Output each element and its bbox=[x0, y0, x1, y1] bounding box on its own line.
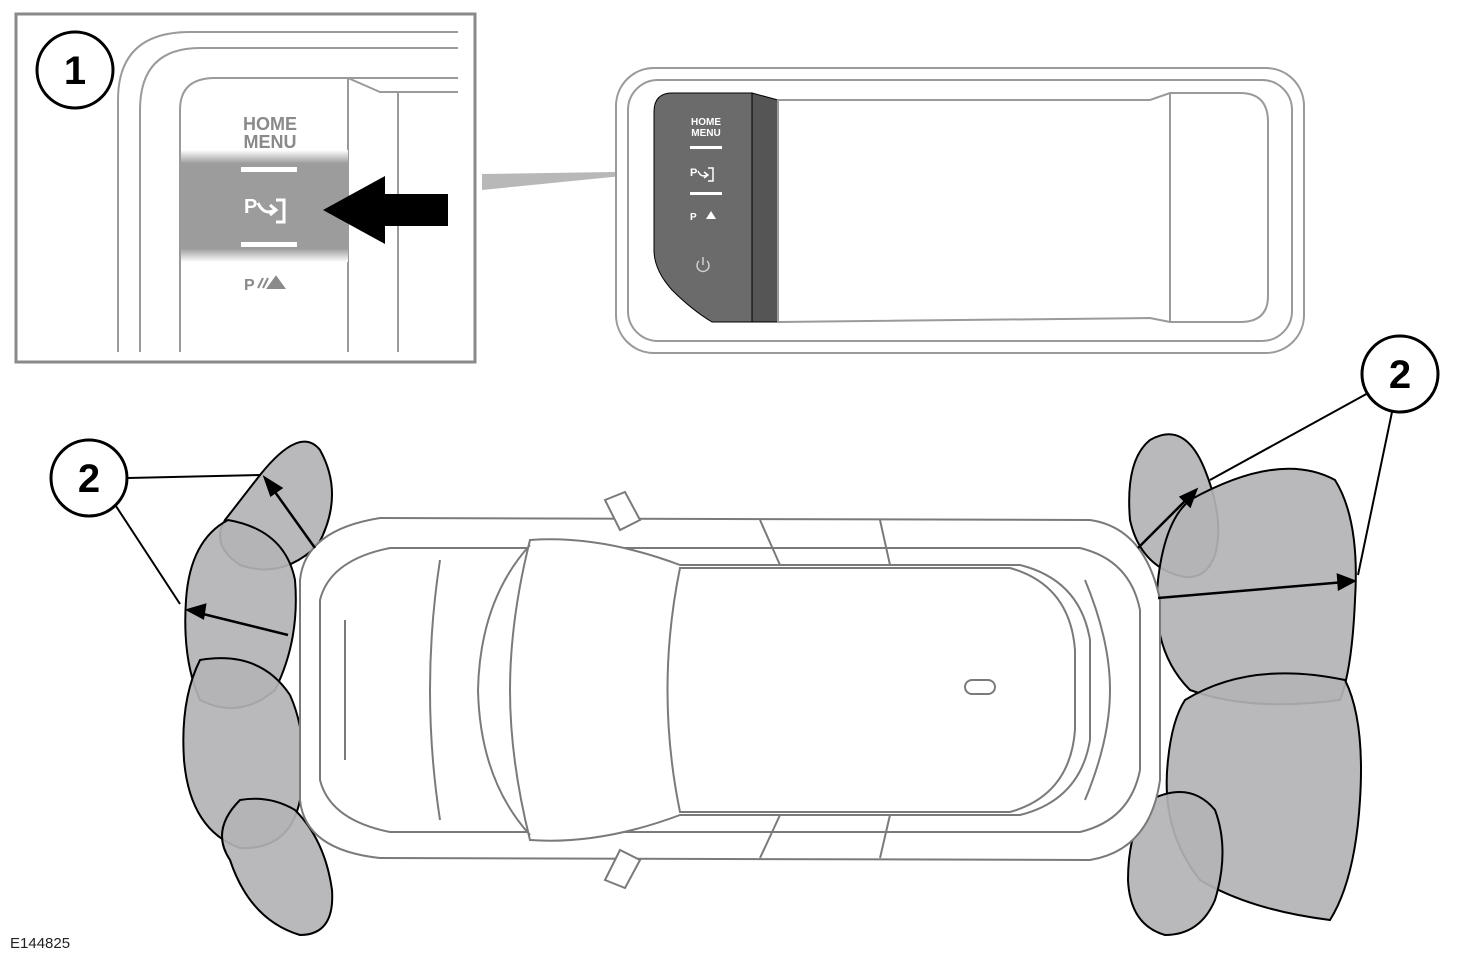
park-assist-button-label[interactable]: P bbox=[244, 196, 257, 218]
display-screen bbox=[777, 92, 1269, 324]
roof-antenna bbox=[964, 679, 996, 695]
leader-line bbox=[127, 474, 261, 479]
sensor-zone-left-bottom bbox=[221, 797, 334, 937]
home-menu-line1: HOME bbox=[243, 114, 297, 134]
display-park-assist-label[interactable]: P bbox=[690, 167, 697, 179]
door-line bbox=[759, 519, 781, 566]
pointer-arrow bbox=[323, 176, 448, 244]
callout-2-right-label: 2 bbox=[1389, 353, 1411, 397]
door-line bbox=[759, 814, 781, 859]
button-divider bbox=[241, 167, 297, 172]
vehicle-top-view bbox=[299, 490, 1161, 890]
rear-window bbox=[1084, 579, 1112, 801]
park-sensor-icon bbox=[257, 275, 286, 289]
park-sensor-button-label[interactable]: P bbox=[244, 277, 255, 294]
display-park-sensor-icon bbox=[706, 211, 716, 219]
door-line bbox=[879, 519, 891, 566]
callout-2-right-circle bbox=[1360, 334, 1440, 414]
range-arrows bbox=[184, 475, 1358, 637]
display-divider bbox=[690, 146, 722, 149]
callout-1-label: 1 bbox=[64, 49, 86, 93]
range-arrow-left-top bbox=[268, 484, 317, 549]
callout-2-left-label: 2 bbox=[78, 457, 100, 501]
vehicle-body-inner bbox=[319, 547, 1141, 833]
figure-reference-id: E144825 bbox=[10, 935, 71, 952]
home-menu-line2: MENU bbox=[244, 132, 297, 152]
range-arrow-right-side bbox=[1157, 580, 1346, 600]
display-panel-side bbox=[751, 92, 779, 323]
arrow-head bbox=[184, 603, 207, 620]
power-icon bbox=[696, 257, 710, 273]
callout-2-left-circle bbox=[49, 438, 129, 518]
display-divider bbox=[690, 192, 722, 195]
range-arrow-left-side bbox=[194, 610, 289, 637]
leader-line bbox=[1357, 411, 1393, 576]
display-park-assist-icon bbox=[697, 167, 714, 182]
display-home-menu-line1: HOME bbox=[691, 117, 721, 128]
leader-line bbox=[1209, 391, 1371, 481]
mirror-right bbox=[603, 848, 642, 890]
sensor-zone-right-bottom bbox=[1126, 791, 1224, 937]
arrow-head bbox=[1178, 487, 1199, 509]
display-button-panel bbox=[653, 92, 753, 323]
park-assist-icon bbox=[256, 198, 286, 224]
callout-1-circle bbox=[35, 30, 115, 110]
door-line bbox=[879, 814, 891, 859]
vehicle-roof bbox=[666, 567, 1076, 813]
bonnet-crease bbox=[429, 559, 441, 821]
mirror-left bbox=[603, 490, 642, 532]
touchscreen-display: HOME MENU P P bbox=[615, 67, 1305, 354]
callout-leaders bbox=[111, 391, 1393, 605]
detail-inset: HOME MENU P P 1 bbox=[14, 12, 477, 364]
sensor-zones bbox=[182, 433, 1362, 937]
display-home-menu-line2: MENU bbox=[691, 128, 720, 139]
display-park-sensor-label[interactable]: P bbox=[690, 212, 697, 223]
leader-line bbox=[111, 499, 181, 605]
bezel-inner-line bbox=[139, 47, 458, 352]
arrow-head bbox=[262, 475, 284, 497]
panel-outline bbox=[179, 77, 458, 352]
arrow-head bbox=[1336, 573, 1358, 592]
bezel-outer-line bbox=[117, 31, 458, 352]
windscreen bbox=[476, 544, 531, 836]
range-arrow-right-top bbox=[1137, 495, 1191, 549]
button-divider bbox=[241, 242, 297, 247]
